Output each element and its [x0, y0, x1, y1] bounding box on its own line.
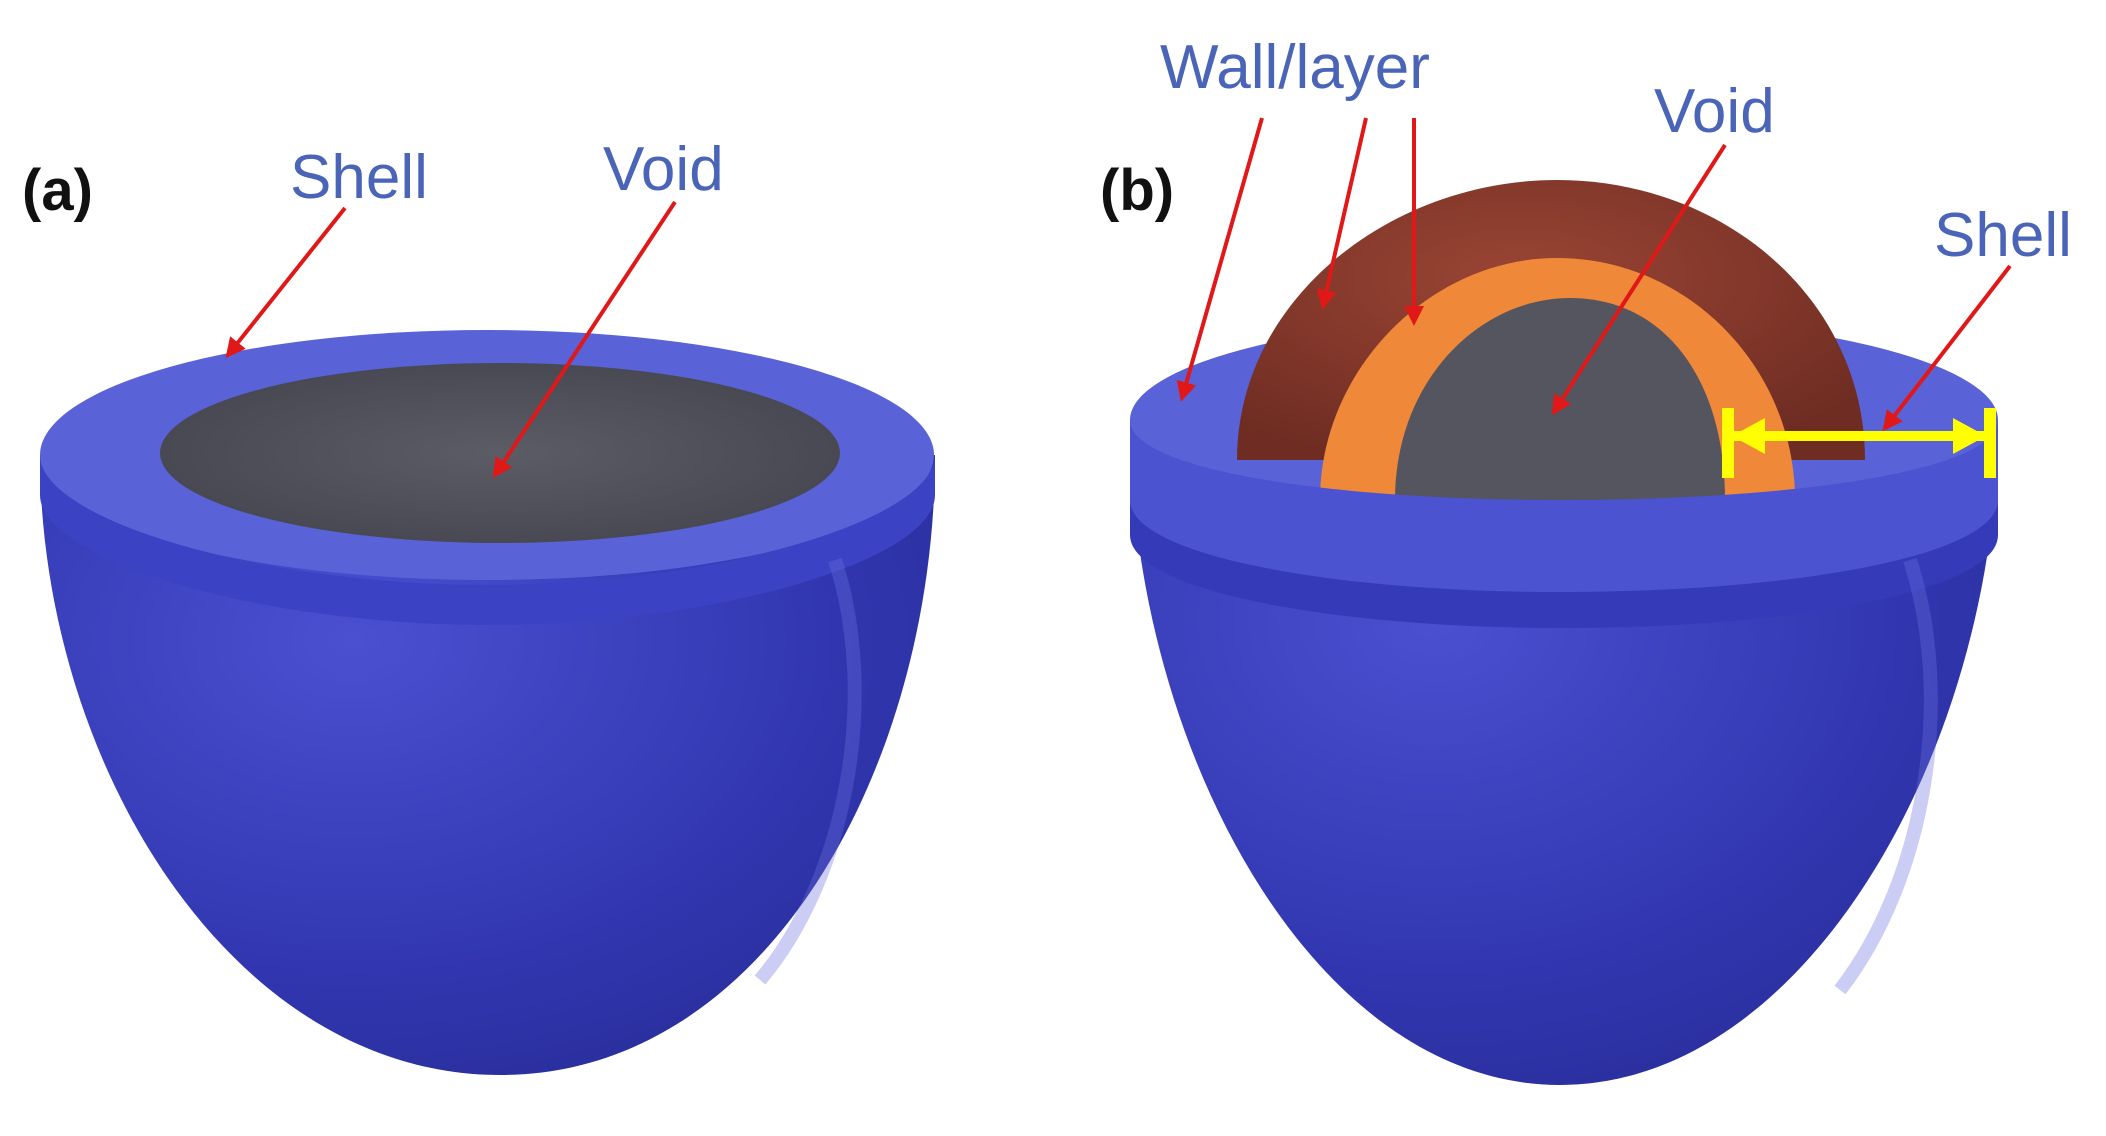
panel-a-void	[160, 363, 840, 543]
panel-b-wall-layer-label: Wall/layer	[1160, 33, 1430, 102]
panel-b-wall-arrow-outer	[1316, 117, 1368, 310]
panel-b-label: (b)	[1100, 158, 1174, 223]
panel-a: (a) Shell Void	[22, 135, 935, 1075]
panel-b-shell-label: Shell	[1934, 201, 2072, 270]
panel-b-void-label: Void	[1654, 77, 1775, 146]
panel-b-rim-edge	[1130, 500, 1998, 628]
panel-b-dimension-arrow	[1722, 408, 1996, 478]
panel-a-void-arrow	[492, 200, 677, 479]
panel-a-void-label: Void	[603, 135, 724, 204]
panel-a-shell-arrow	[225, 206, 347, 359]
panel-b-rim-front	[1130, 420, 1998, 600]
panel-b-wall-arrow-shell	[1176, 117, 1264, 402]
panel-a-shell-label: Shell	[290, 143, 428, 212]
panel-b-highlight	[1834, 557, 1938, 995]
panel-a-highlight	[754, 557, 862, 985]
panel-a-label: (a)	[22, 158, 93, 223]
panel-a-shell-body	[40, 455, 935, 1075]
panel-b-void-arrow	[1551, 143, 1727, 416]
panel-b: (b) Wall/layer Void Shell	[1100, 33, 2072, 1085]
panel-a-rim-edge	[40, 455, 935, 625]
panel-b-shell-arrow	[1882, 264, 2012, 432]
